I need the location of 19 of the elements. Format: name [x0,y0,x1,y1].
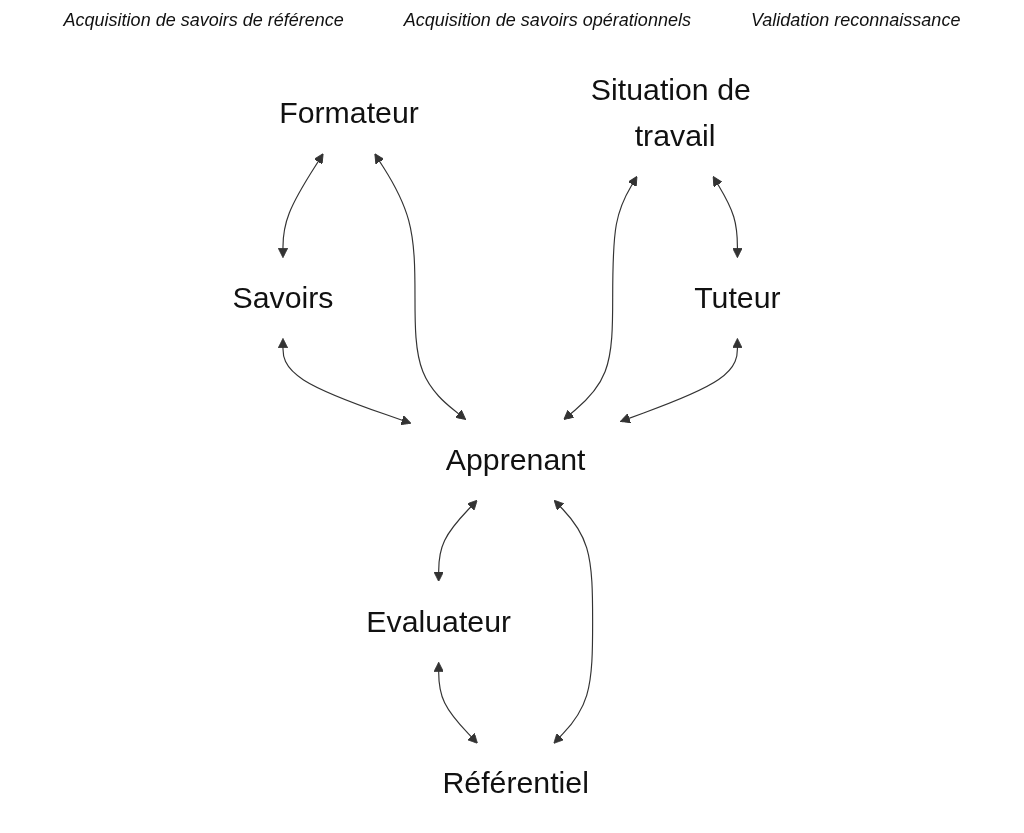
node-text: Situation de travail [590,72,751,153]
node-text: Formateur [279,95,419,131]
node-text: Tuteur [694,279,781,315]
node-text: Savoirs [232,279,334,315]
arrow [620,338,743,424]
annotation-text: Acquisition de savoirs de référence [63,10,344,31]
arrow [374,153,467,420]
node-text: Apprenant [445,441,586,477]
arrow [433,661,478,744]
arrow [277,338,412,426]
annotation-text: Validation reconnaissance [750,10,961,31]
arrow [563,176,638,420]
arrow [433,499,478,582]
arrow [277,153,324,259]
arrow [712,176,743,259]
annotation-text: Acquisition de savoirs opérationnels [403,10,691,31]
arrow [553,499,594,744]
node-text: Référentiel [442,765,589,801]
node-text: Evaluateur [366,603,512,639]
